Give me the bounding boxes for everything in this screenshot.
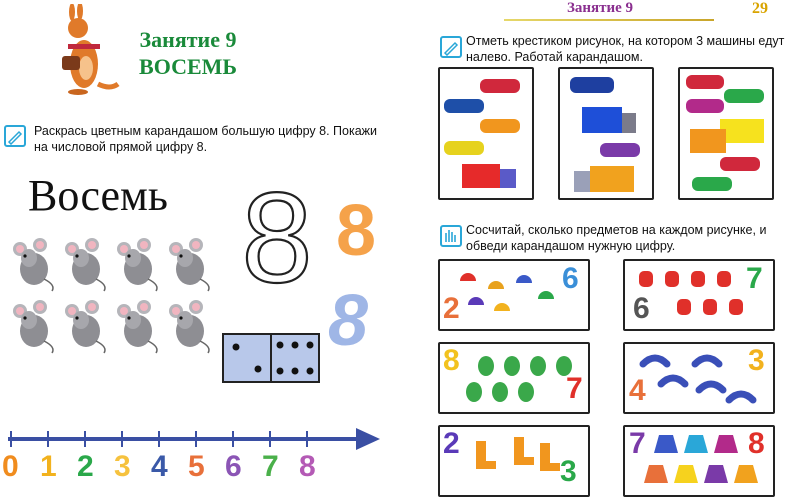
count-box-1-digit-b: 6 bbox=[562, 262, 579, 295]
lesson-title: Занятие 9 bbox=[139, 27, 237, 52]
count-box-3 bbox=[438, 342, 590, 414]
domino bbox=[222, 333, 320, 383]
number-line-label-6: 6 bbox=[225, 450, 242, 483]
task2-text: Отметь крестиком рисунок, на котором 3 м… bbox=[466, 34, 785, 64]
count-box-6-digit-a: 7 bbox=[629, 427, 646, 460]
count-box-3-digit-a: 8 bbox=[443, 344, 460, 377]
pencil-task-icon bbox=[4, 125, 26, 147]
number-line-label-5: 5 bbox=[188, 450, 205, 483]
page-number: 29 bbox=[752, 0, 768, 17]
task3-text: Сосчитай, сколько предметов на каждом ри… bbox=[466, 223, 767, 253]
count-box-2-digit-b: 7 bbox=[746, 262, 763, 295]
pencil-task-icon-2 bbox=[440, 36, 462, 58]
count-box-5-digit-b: 3 bbox=[560, 455, 577, 488]
car-box-2 bbox=[558, 67, 654, 200]
lesson-subtitle: ВОСЕМЬ bbox=[139, 54, 237, 79]
header-rule bbox=[504, 19, 714, 21]
word-vosem: Восемь bbox=[28, 171, 168, 220]
count-box-1 bbox=[438, 259, 590, 331]
count-box-4 bbox=[623, 342, 775, 414]
big-digit-text: 8 bbox=[241, 180, 312, 290]
number-line-label-1: 1 bbox=[40, 450, 57, 483]
count-box-2 bbox=[623, 259, 775, 331]
kangaroo-illustration bbox=[48, 2, 120, 96]
number-line-label-2: 2 bbox=[77, 450, 94, 483]
number-line-label-8: 8 bbox=[299, 450, 316, 483]
count-box-5 bbox=[438, 425, 590, 497]
orange-digit: 8 bbox=[336, 191, 377, 271]
number-line-label-4: 4 bbox=[151, 450, 168, 483]
header-title: Занятие 9 bbox=[566, 0, 634, 16]
blue-digit: 8 bbox=[328, 281, 369, 361]
count-task-icon bbox=[440, 225, 462, 247]
number-line-label-0: 0 bbox=[2, 450, 19, 483]
count-box-2-digit-a: 6 bbox=[633, 292, 650, 325]
number-line bbox=[8, 426, 380, 452]
count-box-1-digit-a: 2 bbox=[443, 292, 460, 325]
count-box-5-digit-a: 2 bbox=[443, 427, 460, 460]
number-line-label-3: 3 bbox=[114, 450, 131, 483]
big-outline-digit: 8 bbox=[232, 166, 322, 311]
car-box-1 bbox=[438, 67, 534, 200]
task1-text: Раскрась цветным карандашом большую цифр… bbox=[34, 124, 378, 154]
count-box-3-digit-b: 7 bbox=[566, 372, 583, 405]
count-box-6-digit-b: 8 bbox=[748, 427, 765, 460]
car-box-3 bbox=[678, 67, 774, 200]
count-box-4-digit-b: 3 bbox=[748, 344, 765, 377]
number-line-label-7: 7 bbox=[262, 450, 279, 483]
count-box-4-digit-a: 4 bbox=[629, 374, 646, 407]
mice-group bbox=[8, 235, 223, 365]
count-box-6 bbox=[623, 425, 775, 497]
